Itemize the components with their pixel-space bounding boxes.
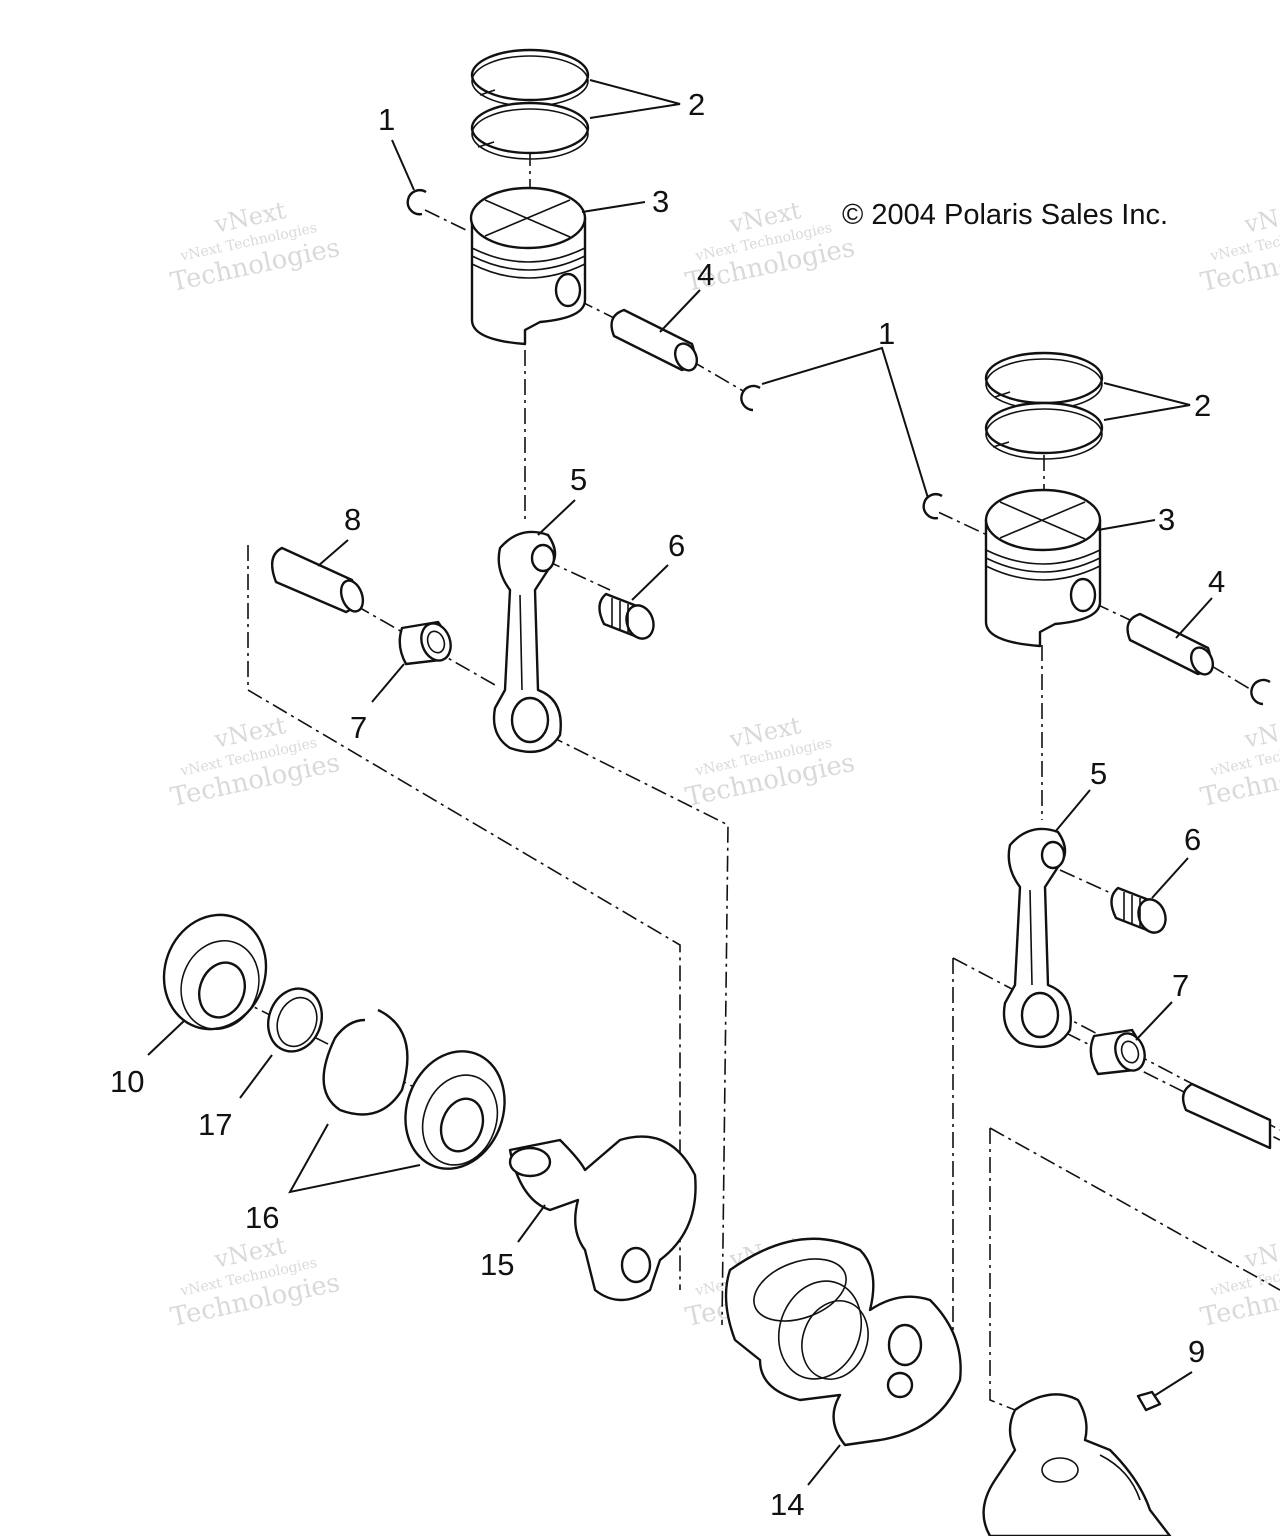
circlip-left-outer (406, 189, 427, 216)
shim-washer (267, 987, 323, 1053)
callout-3: 3 (1158, 502, 1175, 537)
watermark: vNext vNext Technologies Technologies (1198, 711, 1280, 813)
callout-2: 2 (1194, 388, 1211, 423)
callout-5: 5 (1090, 756, 1107, 791)
watermark: vNext vNext Technologies Technologies (683, 711, 858, 813)
svg-text:vNext: vNext (1241, 1231, 1280, 1274)
needle-bearing-left-upper (598, 592, 655, 640)
svg-text:vNext: vNext (1241, 711, 1280, 754)
connecting-rod-right (1002, 827, 1072, 1048)
watermark: vNext vNext Technologies Technologies (1198, 1231, 1280, 1333)
main-bearing-inner (404, 1050, 506, 1170)
needle-bearing-right-upper (1110, 886, 1167, 934)
callouts: 1 2 3 4 1 2 3 4 5 6 7 8 5 6 7 9 10 14 15… (110, 87, 1225, 1522)
callout-1: 1 (378, 102, 395, 137)
callout-6: 6 (668, 528, 685, 563)
copyright-notice: © 2004 Polaris Sales Inc. (842, 199, 1168, 231)
crank-pin-right (1181, 1082, 1272, 1150)
piston-right (984, 488, 1102, 648)
wrist-pin-left (610, 308, 699, 372)
needle-bearing-right-lower (1089, 1028, 1146, 1076)
piston-rings-left (470, 48, 590, 160)
callout-7: 7 (1172, 968, 1189, 1003)
circlip-right-outer (922, 493, 943, 520)
leader-lines (147, 79, 1213, 1486)
watermark: vNext vNext Technologies Technologies (168, 196, 343, 298)
callout-2: 2 (688, 87, 705, 122)
piston-left (469, 186, 587, 346)
snap-ring (322, 1008, 409, 1116)
callout-16: 16 (245, 1200, 279, 1235)
callout-17: 17 (198, 1107, 232, 1142)
callout-3: 3 (652, 184, 669, 219)
crankshaft-right-half (982, 1393, 1172, 1536)
connecting-rod-left (492, 530, 562, 753)
callout-1: 1 (878, 316, 895, 351)
callout-7: 7 (350, 710, 367, 745)
callout-15: 15 (480, 1247, 514, 1282)
callout-14: 14 (770, 1487, 804, 1522)
watermark: vNext vNext Technologies Technologies (168, 711, 343, 813)
needle-bearing-left-lower (398, 620, 452, 666)
main-bearing-outer (162, 913, 268, 1031)
callout-10: 10 (110, 1064, 144, 1099)
callout-9: 9 (1188, 1334, 1205, 1369)
watermark: vNext vNext Technologies Technologies (168, 1231, 343, 1333)
crankshaft-left-half (508, 1135, 697, 1302)
watermark: vNext vNext Technologies Technologies (1198, 196, 1280, 298)
callout-6: 6 (1184, 822, 1201, 857)
watermarks: vNext vNext Technologies Technologies vN… (168, 196, 1280, 1333)
callout-4: 4 (697, 257, 714, 292)
wrist-pin-right (1126, 612, 1215, 676)
crank-pin-left (270, 546, 365, 614)
callout-4: 4 (1208, 564, 1225, 599)
crankshaft-center (724, 1237, 962, 1447)
callout-8: 8 (344, 502, 361, 537)
callout-5: 5 (570, 462, 587, 497)
circlip-right-inner (1250, 678, 1271, 706)
svg-text:vNext: vNext (1241, 196, 1280, 239)
piston-rings-right (984, 351, 1104, 460)
circlip-left-inner (740, 384, 761, 412)
